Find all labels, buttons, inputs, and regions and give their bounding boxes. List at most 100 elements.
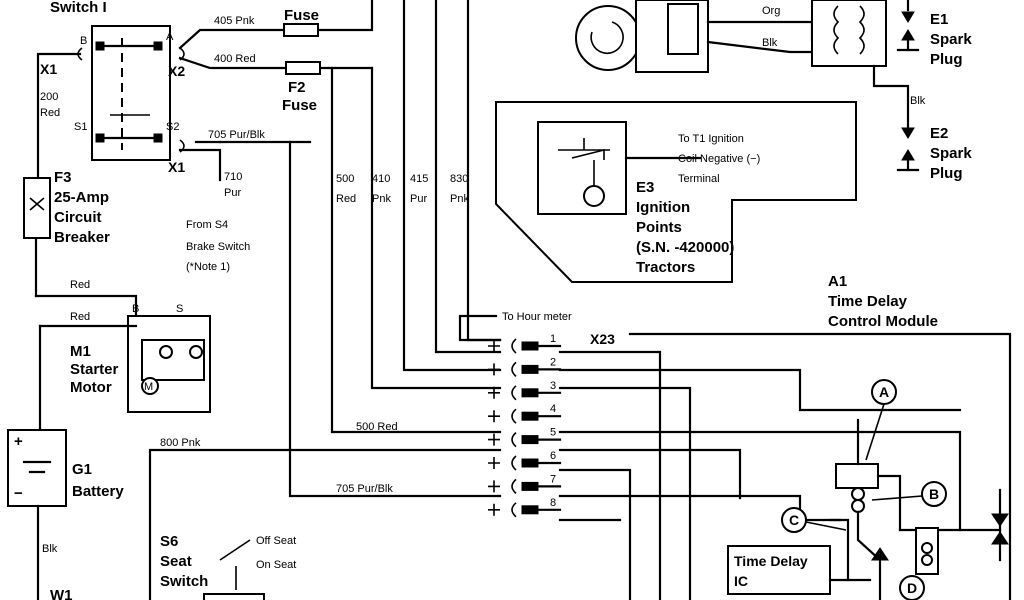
wire-red-1: Red: [70, 279, 90, 291]
x2: X2: [168, 63, 185, 79]
wire-710-color: Pur: [224, 187, 241, 199]
connector-pin-label: 3: [550, 380, 556, 392]
wire-705-bottom: 705 Pur/Blk: [336, 483, 393, 495]
ignition-points-e3: [537, 121, 627, 215]
m1-term-s: S: [176, 303, 183, 315]
ref-c: [781, 507, 807, 533]
e2-label: E2: [930, 125, 948, 142]
brake-from-1: From S4: [186, 219, 228, 231]
wire-410-num: 410: [372, 173, 390, 185]
m1-label: M1: [70, 343, 91, 360]
e1-line2: Spark: [930, 31, 972, 48]
connector-pin-7: 7: [488, 473, 562, 495]
t1-note-2: Coil Negative (−): [678, 153, 760, 165]
e1-line3: Plug: [930, 51, 963, 68]
connector-pin-8: 8: [488, 497, 562, 518]
battery-minus: −: [14, 485, 23, 502]
wire-415-color: Pur: [410, 193, 427, 205]
w1-label: W1: [50, 587, 73, 600]
ref-b-text: B: [929, 486, 939, 502]
m1-line3: Motor: [70, 379, 112, 396]
connector-pin-label: 1: [550, 333, 556, 345]
a1-line3: Control Module: [828, 313, 938, 330]
switch-term-b: B: [80, 35, 87, 47]
s6-line2: Seat: [160, 553, 192, 570]
wire-405: 405 Pnk: [214, 15, 255, 27]
f2-sub: Fuse: [282, 97, 317, 114]
wire-red-2: Red: [70, 311, 90, 323]
fuse-label: Fuse: [284, 7, 319, 24]
ignition-coil-t1: [811, 0, 887, 67]
e2-line2: Spark: [930, 145, 972, 162]
e3-label: E3: [636, 179, 654, 196]
e1-label: E1: [930, 11, 948, 28]
switch-term-a: A: [166, 31, 174, 43]
m1-term-b: B: [132, 303, 139, 315]
e3-line5: Tractors: [636, 259, 695, 276]
wire-400: 400 Red: [214, 53, 256, 65]
m1-line2: Starter: [70, 361, 119, 378]
wire-830-color: Pnk: [450, 193, 469, 205]
wire-200-num: 200: [40, 91, 58, 103]
switch-term-s1: S1: [74, 121, 87, 133]
e3-line3: Points: [636, 219, 682, 236]
e2-line3: Plug: [930, 165, 963, 182]
connector-pin-label: 8: [550, 497, 556, 509]
magneto-rotor: [575, 5, 641, 71]
wire-org: Org: [762, 5, 780, 17]
connector-pin-label: 4: [550, 403, 556, 415]
ref-d: [899, 575, 925, 600]
e3-line2: Ignition: [636, 199, 690, 216]
connector-pin-2: 2: [488, 356, 562, 378]
x1-bottom: X1: [168, 159, 185, 175]
switch-term-s2: S2: [166, 121, 179, 133]
wire-415-num: 415: [410, 173, 428, 185]
ref-c-text: C: [789, 512, 799, 528]
brake-from-3: (*Note 1): [186, 261, 230, 273]
battery-plus: +: [14, 433, 23, 450]
time-delay-ic: [727, 545, 831, 595]
spark-plug-e2: [896, 127, 920, 172]
wire-410-color: Pnk: [372, 193, 391, 205]
x1-top: X1: [40, 61, 57, 77]
spark-plug-e1: [896, 11, 920, 52]
f3-line4: Breaker: [54, 229, 110, 246]
seat-off: Off Seat: [256, 535, 296, 547]
g1-line2: Battery: [72, 483, 124, 500]
f3-label: F3: [54, 169, 72, 186]
fuse-1: [283, 23, 319, 37]
switch-1-title: Switch I: [50, 0, 107, 16]
wire-blk-coil: Blk: [762, 37, 778, 49]
g1-label: G1: [72, 461, 92, 478]
connector-pin-label: 7: [550, 473, 556, 485]
a1-label: A1: [828, 273, 847, 290]
time-delay-ic-2: IC: [734, 573, 748, 589]
wire-830-num: 830: [450, 173, 468, 185]
wire-800: 800 Pnk: [160, 437, 201, 449]
wire-705-top: 705 Pur/Blk: [208, 129, 265, 141]
f3-line3: Circuit: [54, 209, 102, 226]
hour-meter-note: To Hour meter: [502, 311, 572, 323]
connector-pin-4: 4: [488, 403, 562, 424]
f2-label: F2: [288, 79, 306, 96]
f3-line2: 25-Amp: [54, 189, 109, 206]
wire-500-num: 500: [336, 173, 354, 185]
connector-pin-label: 5: [550, 427, 556, 439]
switch-1: Switch I B A S1 S2 X1 X2 X1: [40, 0, 185, 175]
wire-blk-plug: Blk: [910, 95, 926, 107]
wire-blk-battery: Blk: [42, 543, 58, 555]
connector-pin-3: 3: [488, 380, 562, 401]
circuit-breaker-f3: [23, 177, 51, 239]
ref-b: [921, 481, 947, 507]
wire-200-color: Red: [40, 107, 60, 119]
battery-g1: [7, 429, 67, 507]
seat-on: On Seat: [256, 559, 296, 571]
wire-500-red: 500 Red: [356, 421, 398, 433]
s6-label: S6: [160, 533, 178, 550]
ref-a-text: A: [879, 384, 889, 400]
wire-500-color: Red: [336, 193, 356, 205]
connector-pin-label: 2: [550, 356, 556, 368]
a1-line2: Time Delay: [828, 293, 908, 310]
